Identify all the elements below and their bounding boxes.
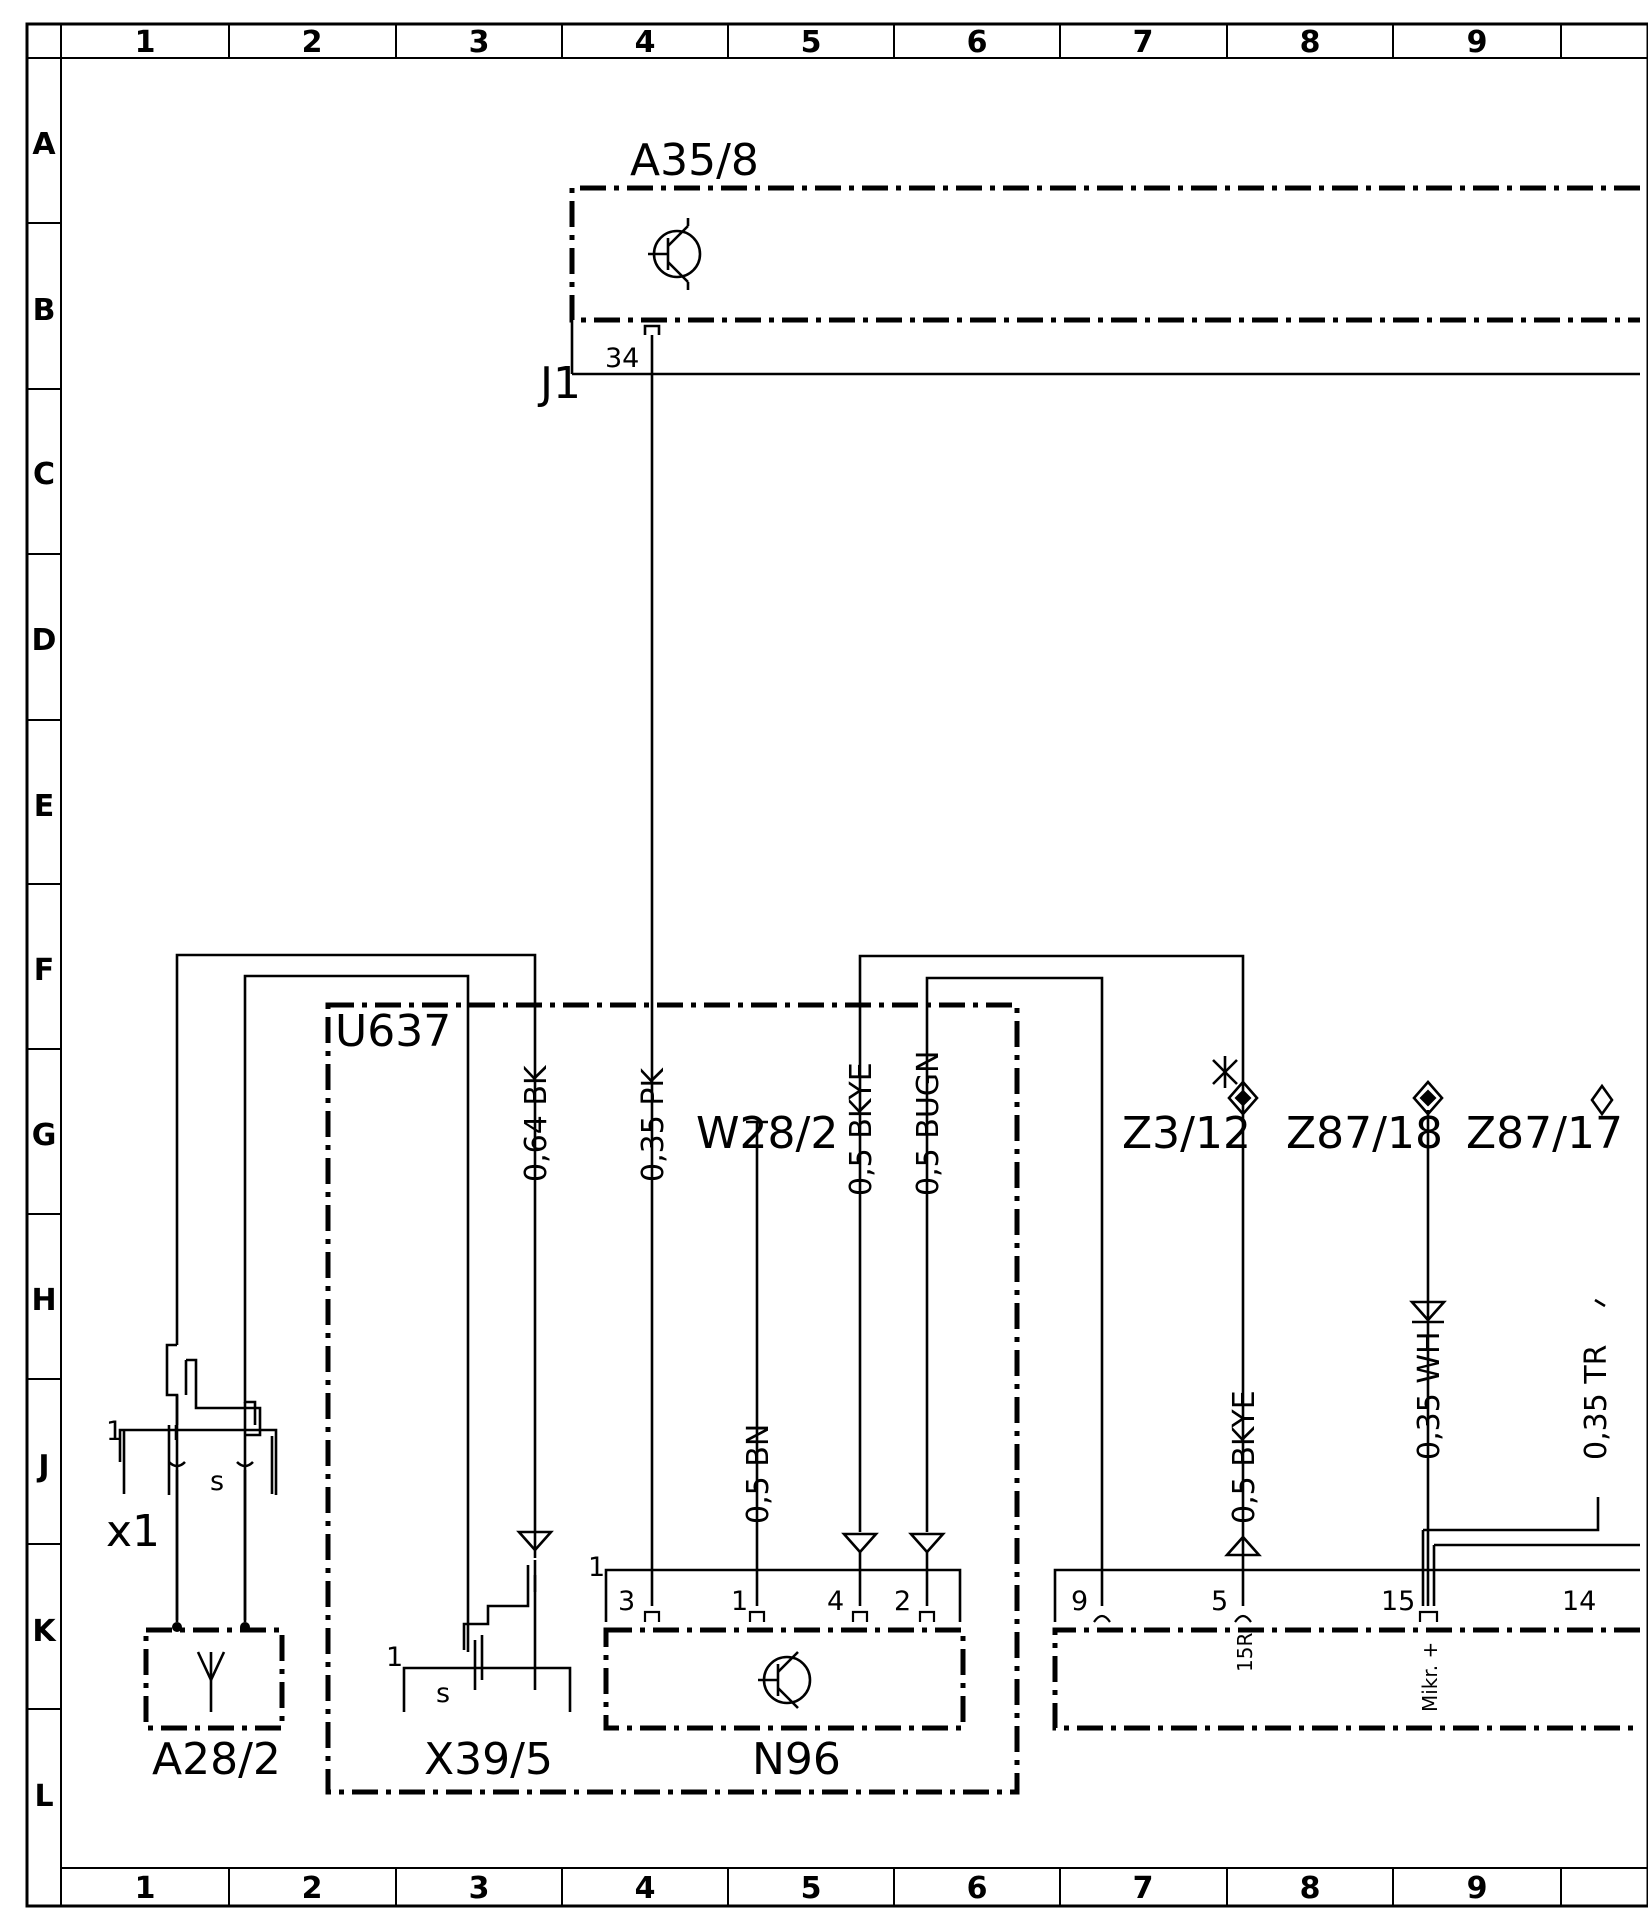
right-pin-9: 9 <box>1071 1586 1088 1617</box>
n96-pin-3: 3 <box>618 1586 635 1617</box>
x1-label: x1 <box>106 1506 160 1557</box>
u637-label: U637 <box>335 1006 451 1057</box>
column-labels-top: 1 2 3 4 5 6 7 8 9 <box>135 25 1488 60</box>
row-label: F <box>34 953 55 988</box>
right-pin-14: 14 <box>1562 1586 1596 1617</box>
row-label: H <box>31 1283 56 1318</box>
n96-module: 1 3 1 4 2 N96 <box>588 1552 966 1785</box>
col-label-top: 9 <box>1467 25 1488 60</box>
a35-8-module: A35/8 34 <box>569 135 1640 374</box>
row-label: D <box>32 623 57 658</box>
wire-labels: 0,64 BK 0,35 PK 0,5 BKYE 0,5 BUGN 0,5 BN… <box>519 1051 1614 1524</box>
x1-connector: 1 s x1 <box>106 1416 278 1622</box>
j1-label: J1 <box>537 358 581 409</box>
right-pin-15: 15 <box>1381 1586 1415 1617</box>
col-label-bottom: 7 <box>1133 1871 1154 1906</box>
col-label-bottom: 6 <box>967 1871 988 1906</box>
wire-label-pk: 0,35 PK <box>636 1067 671 1182</box>
wire-label-bugn: 0,5 BUGN <box>911 1051 946 1196</box>
transistor-icon <box>648 218 702 290</box>
right-pin-15r: 15R <box>1233 1633 1257 1672</box>
row-labels: A B C D E F G H J K L <box>31 127 57 1814</box>
col-label-top: 3 <box>469 25 490 60</box>
col-label-bottom: 3 <box>469 1871 490 1906</box>
col-label-top: 6 <box>967 25 988 60</box>
col-label-bottom: 8 <box>1300 1871 1321 1906</box>
diamond-icon <box>1227 1080 1259 1116</box>
transistor-icon <box>758 1651 812 1709</box>
n96-pin-1: 1 <box>731 1586 748 1617</box>
wire-label-wh: 0,35 WH <box>1412 1331 1447 1460</box>
wire-label-partial: 0,35 TR <box>1579 1344 1614 1460</box>
z87-17-label: Z87/17 <box>1466 1108 1623 1159</box>
pin-34: 34 <box>605 343 639 374</box>
z87-18-label: Z87/18 <box>1286 1108 1443 1159</box>
col-label-top: 4 <box>635 25 656 60</box>
antenna-icon <box>196 1651 226 1712</box>
x1-pin-s: s <box>210 1466 224 1497</box>
col-label-top: 8 <box>1300 25 1321 60</box>
col-label-bottom: 1 <box>135 1871 156 1906</box>
row-label: G <box>32 1118 57 1153</box>
wire-label-bn: 0,5 BN <box>741 1424 776 1524</box>
right-pin-mikr: Mikr. + <box>1418 1642 1442 1712</box>
row-label: A <box>32 127 56 162</box>
j1-connector: J1 <box>537 320 1640 409</box>
n96-pin-4: 4 <box>827 1586 844 1617</box>
col-label-bottom: 9 <box>1467 1871 1488 1906</box>
row-label: L <box>34 1779 53 1814</box>
a35-8-label: A35/8 <box>630 135 759 186</box>
right-pin-5: 5 <box>1211 1586 1228 1617</box>
row-label: J <box>36 1449 49 1484</box>
n96-pin-bar-1: 1 <box>588 1552 605 1583</box>
x39-5-connector: 1 s X39/5 <box>386 1642 572 1785</box>
w28-2-label: W28/2 <box>696 1108 838 1159</box>
reference-labels: W28/2 Z3/12 Z87/18 Z87/17 <box>696 1056 1623 1159</box>
x39-5-label: X39/5 <box>424 1734 553 1785</box>
a28-2-label: A28/2 <box>152 1734 281 1785</box>
n96-pin-2: 2 <box>894 1586 911 1617</box>
a28-2-module: A28/2 <box>143 1622 285 1785</box>
right-module: 9 5 15 14 15R Mikr. + <box>1052 1586 1640 1731</box>
col-label-bottom: 2 <box>302 1871 323 1906</box>
row-label: E <box>34 789 55 824</box>
u637-enclosure: U637 <box>325 1002 1020 1795</box>
wire-label-bkye: 0,5 BKYE <box>844 1062 879 1196</box>
col-label-bottom: 5 <box>801 1871 822 1906</box>
diamond-icon <box>1412 1080 1444 1116</box>
star-icon <box>1212 1056 1238 1088</box>
row-label: K <box>32 1614 57 1649</box>
col-label-top: 2 <box>302 25 323 60</box>
col-label-bottom: 4 <box>635 1871 656 1906</box>
x39-pin-1: 1 <box>386 1642 403 1673</box>
wire-label-bkye-2: 0,5 BKYE <box>1227 1390 1262 1524</box>
col-label-top: 1 <box>135 25 156 60</box>
z3-12-label: Z3/12 <box>1122 1108 1251 1159</box>
wire-label-bk: 0,64 BK <box>519 1064 554 1182</box>
x39-pin-s: s <box>436 1678 450 1709</box>
column-labels-bottom: 1 2 3 4 5 6 7 8 9 <box>135 1871 1488 1906</box>
drawing-frame <box>25 22 1648 1908</box>
row-label: C <box>33 457 55 492</box>
col-label-top: 7 <box>1133 25 1154 60</box>
diamond-icon <box>1590 1083 1614 1117</box>
col-label-top: 5 <box>801 25 822 60</box>
row-label: B <box>33 293 56 328</box>
n96-label: N96 <box>752 1734 841 1785</box>
